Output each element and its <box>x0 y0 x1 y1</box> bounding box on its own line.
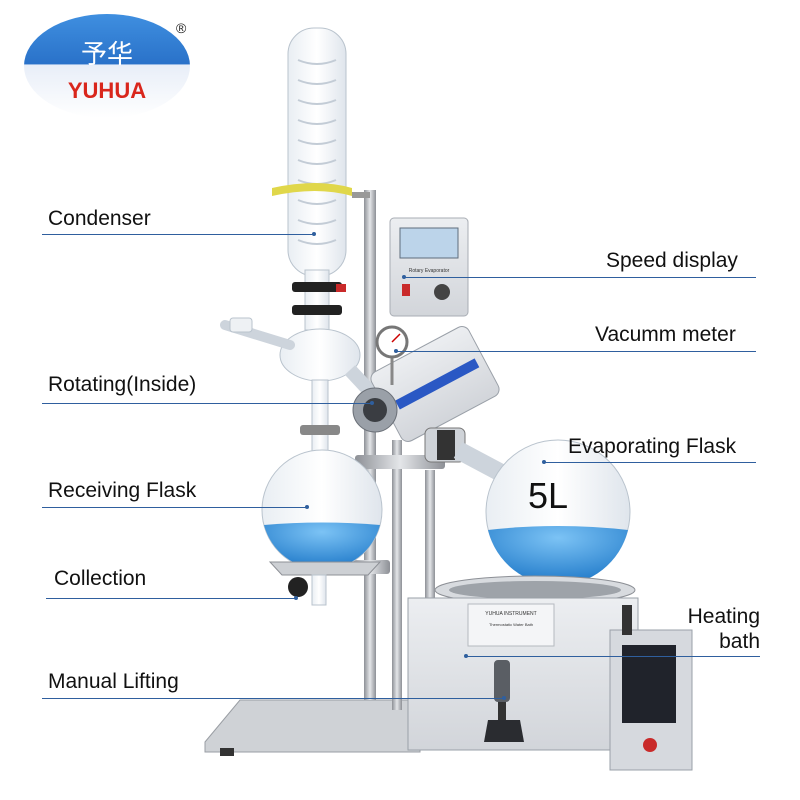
leader-collection <box>46 598 296 599</box>
leader-vacuum-meter <box>396 351 756 352</box>
support-rod-main <box>364 190 376 700</box>
collection-valve <box>288 577 308 597</box>
leader-rotating <box>42 403 372 404</box>
evaporating-neck <box>453 442 510 483</box>
power-switch <box>402 284 410 296</box>
condenser-body <box>287 27 347 277</box>
logo-chinese-text: 予华 <box>80 40 133 70</box>
base-foot-left <box>220 748 234 756</box>
bath-basin <box>449 581 621 599</box>
base-plate <box>204 699 421 753</box>
leader-speed-display <box>404 277 756 278</box>
neck-clip-bottom <box>292 305 342 315</box>
motor-blue-band <box>395 358 480 410</box>
condenser-neck <box>304 269 330 331</box>
callout-heating-bath-line1: Heating <box>687 605 760 628</box>
bath-body <box>407 597 639 751</box>
receiving-flask-liquid <box>264 522 380 570</box>
rod-clamp <box>355 455 445 469</box>
callout-manual-lifting: Manual Lifting <box>48 670 179 693</box>
collection-outlet <box>311 574 327 606</box>
support-rod-right <box>425 470 435 600</box>
leader-collection-dot <box>294 596 298 600</box>
callout-vacuum-meter: Vacumm meter <box>595 323 736 346</box>
lift-slot <box>494 660 510 702</box>
condenser-clamp-bar <box>352 192 370 198</box>
control-panel-screen <box>399 227 459 259</box>
leader-receiving-flask <box>42 507 307 508</box>
leader-speed-display-dot <box>402 275 406 279</box>
condenser-clamp-band <box>272 183 352 196</box>
leader-vacuum-meter-dot <box>394 349 398 353</box>
receiving-clip <box>300 425 340 435</box>
motor-joint-inner <box>363 398 387 422</box>
leader-heating-bath-dot <box>464 654 468 658</box>
leader-manual-lifting-dot <box>502 696 506 700</box>
bath-handle <box>622 605 632 635</box>
callout-rotating: Rotating(Inside) <box>48 373 197 396</box>
callout-receiving-flask: Receiving Flask <box>48 479 197 502</box>
callout-evaporating-flask: Evaporating Flask <box>568 435 737 458</box>
leader-evaporating-flask <box>544 462 756 463</box>
evaporating-flask-liquid <box>488 526 628 586</box>
bath-power-button <box>643 738 657 752</box>
leader-manual-lifting <box>42 698 504 699</box>
registered-mark: ® <box>176 20 187 36</box>
leader-evaporating-flask-dot <box>542 460 546 464</box>
lift-knob-stem <box>498 702 506 720</box>
support-rod-front <box>392 440 402 710</box>
flask-volume-label: 5L <box>528 475 568 516</box>
collection-stand <box>268 561 382 576</box>
callout-heating-bath-line2: bath <box>719 630 760 653</box>
neck-clip-top <box>292 282 342 292</box>
bath-brand: YUHUA INSTRUMENT <box>485 611 536 617</box>
logo-ellipse <box>24 14 190 118</box>
gauge-needle <box>391 333 401 343</box>
speed-knob <box>434 284 450 300</box>
leader-condenser <box>42 234 314 235</box>
leader-receiving-flask-dot <box>305 505 309 509</box>
callout-collection: Collection <box>54 567 147 590</box>
logo-english-text: YUHUA <box>67 78 147 103</box>
neck-clip-red <box>336 284 346 292</box>
callout-speed-display: Speed display <box>606 249 738 272</box>
bath-name: Thermostatic Water Bath <box>489 622 533 627</box>
lift-knob <box>484 720 524 742</box>
stopcock <box>229 317 253 333</box>
bath-label-plate <box>467 603 555 647</box>
leader-rotating-dot <box>370 401 374 405</box>
rotor-seal <box>437 430 455 460</box>
leader-heating-bath <box>466 656 760 657</box>
callout-condenser: Condenser <box>48 207 151 230</box>
bath-display <box>622 645 676 723</box>
yuhua-logo: 予华 YUHUA <box>24 14 190 118</box>
control-panel-title: Rotary Evaporator <box>409 268 450 274</box>
leader-condenser-dot <box>312 232 316 236</box>
